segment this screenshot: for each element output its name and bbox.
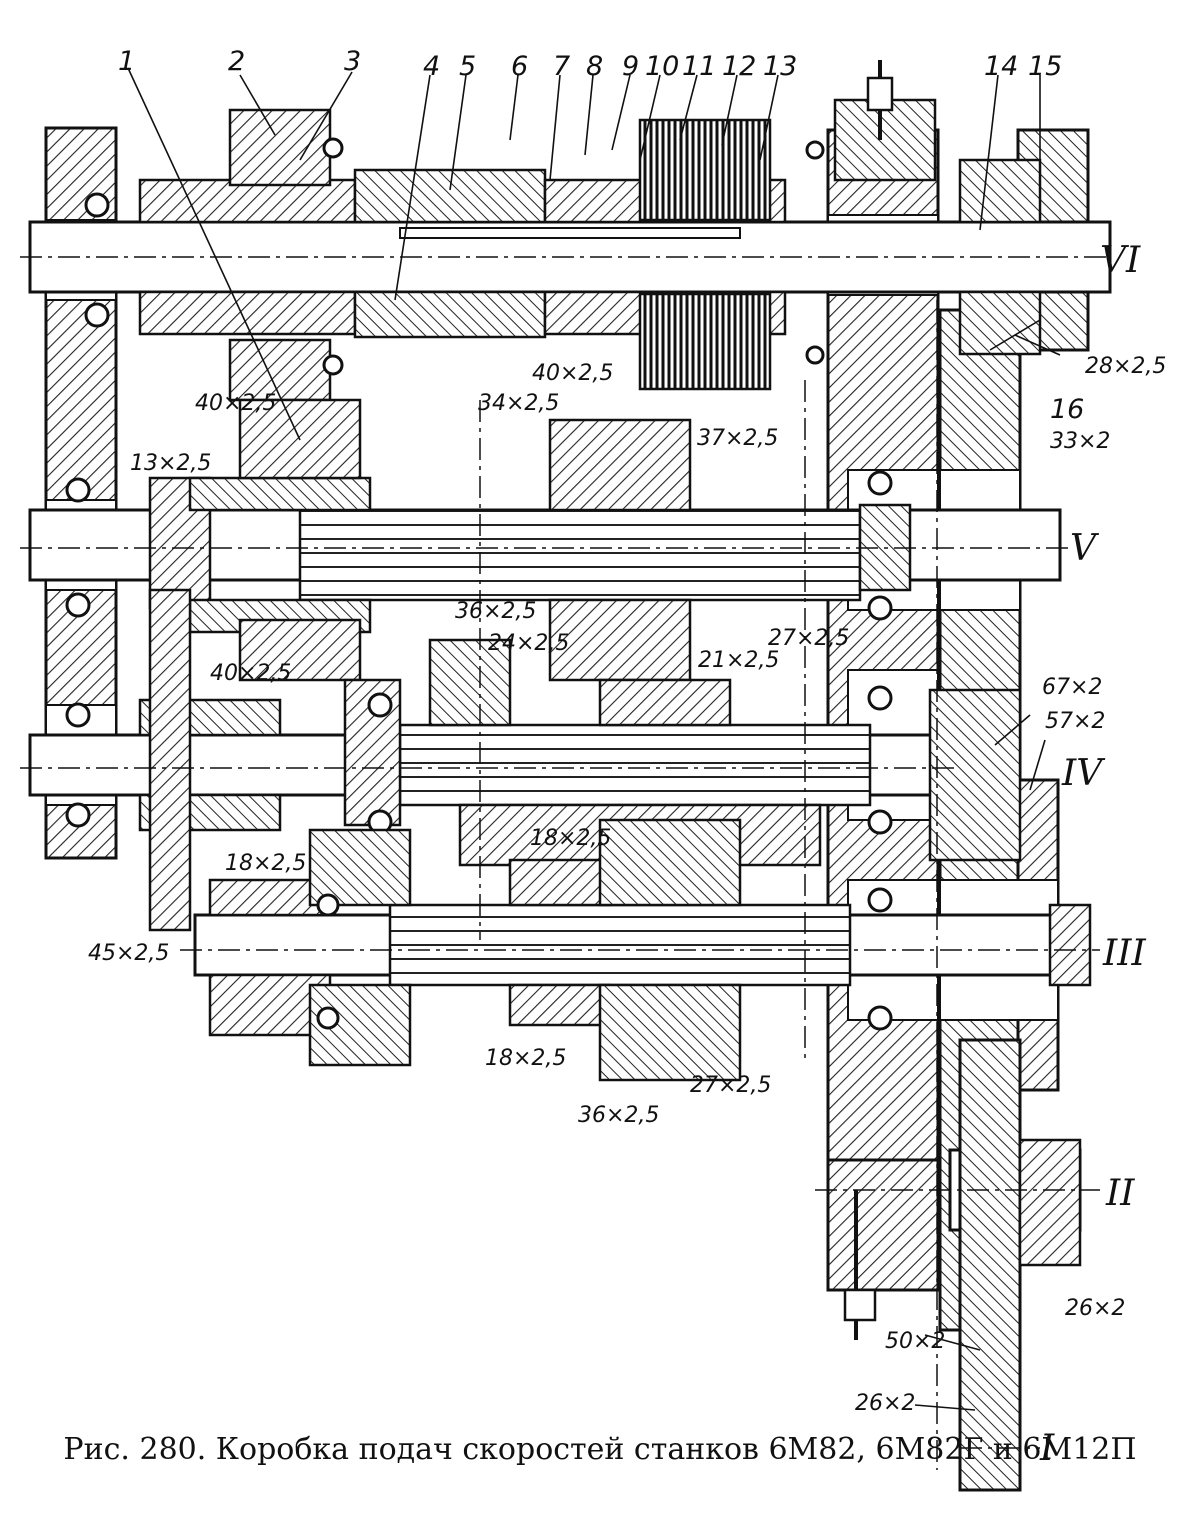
- gear-label-24x2-5: 24×2,5: [488, 631, 569, 656]
- part-label-5: 5: [459, 51, 476, 82]
- shaft-VI-assembly: [28, 60, 1112, 402]
- part-label-2: 2: [228, 46, 245, 77]
- part-label-6: 6: [511, 51, 528, 82]
- part-label-8: 8: [586, 51, 603, 82]
- gear-label-18x2-5-left: 18×2,5: [225, 851, 306, 876]
- figure-caption: Рис. 280. Коробка подач скоростей станко…: [63, 1432, 1137, 1467]
- gear-label-34x2-5: 34×2,5: [478, 391, 559, 416]
- part-label-10: 10: [645, 51, 679, 82]
- gear-label-18x2-5-bottom: 18×2,5: [485, 1046, 566, 1071]
- gear-label-27x2-5-upper: 27×2,5: [768, 626, 849, 651]
- gear-label-21x2-5: 21×2,5: [698, 648, 779, 673]
- gear-label-36x2-5-bottom: 36×2,5: [578, 1103, 659, 1128]
- part-label-11: 11: [682, 51, 716, 82]
- shaft-label-II: II: [1105, 1173, 1135, 1214]
- gear-label-50x2: 50×2: [885, 1329, 945, 1354]
- gear-label-13x2-5: 13×2,5: [130, 451, 211, 476]
- shaft-label-V: V: [1070, 528, 1100, 569]
- gear-label-40x2-5-mid: 40×2,5: [195, 391, 276, 416]
- part-label-3: 3: [344, 46, 361, 77]
- part-label-14: 14: [984, 51, 1018, 82]
- centerlines: [20, 256, 1110, 1470]
- gear-label-40x2-5-low: 40×2,5: [210, 661, 291, 686]
- part-number-labels: 1 2 3 4 5 6 7 8 9 10 11 12 13 14 15 16: [118, 46, 1084, 425]
- gear-label-67x2: 67×2: [1042, 675, 1102, 700]
- gear-label-45x2-5: 45×2,5: [88, 941, 169, 966]
- gear-label-26x2-right: 26×2: [1065, 1296, 1125, 1321]
- gear-label-18x2-5-mid: 18×2,5: [530, 826, 611, 851]
- shaft-labels: VI V IV III II I: [1039, 240, 1146, 1469]
- gear-label-27x2-5-bottom: 27×2,5: [690, 1073, 771, 1098]
- shaft-label-VI: VI: [1100, 240, 1141, 281]
- shaft-label-IV: IV: [1061, 753, 1106, 794]
- gear-label-28x2-5: 28×2,5: [1085, 354, 1166, 379]
- leader-lines: [127, 67, 1061, 1411]
- gear-label-57x2: 57×2: [1045, 709, 1105, 734]
- gear-label-37x2-5: 37×2,5: [697, 426, 778, 451]
- gear-spec-labels: 40×2,5 28×2,5 33×2 40×2,5 34×2,5 37×2,5 …: [88, 354, 1166, 1416]
- shaft-label-I: I: [1039, 1428, 1055, 1469]
- part-label-15: 15: [1028, 51, 1062, 82]
- shaft-label-III: III: [1102, 933, 1146, 974]
- part-label-13: 13: [763, 51, 797, 82]
- gear-label-26x2-bottom: 26×2: [855, 1391, 915, 1416]
- part-label-1: 1: [118, 46, 135, 77]
- gear-label-36x2-5-upper: 36×2,5: [455, 599, 536, 624]
- part-label-12: 12: [722, 51, 756, 82]
- part-label-7: 7: [553, 51, 570, 82]
- part-label-16: 16: [1050, 394, 1084, 425]
- gear-label-40x2-5-top: 40×2,5: [532, 361, 613, 386]
- part-label-4: 4: [423, 51, 440, 82]
- part-label-9: 9: [622, 51, 639, 82]
- shaft-III-assembly: [193, 818, 1092, 1082]
- shaft-V-assembly: [28, 398, 1062, 682]
- gear-label-33x2: 33×2: [1050, 429, 1110, 454]
